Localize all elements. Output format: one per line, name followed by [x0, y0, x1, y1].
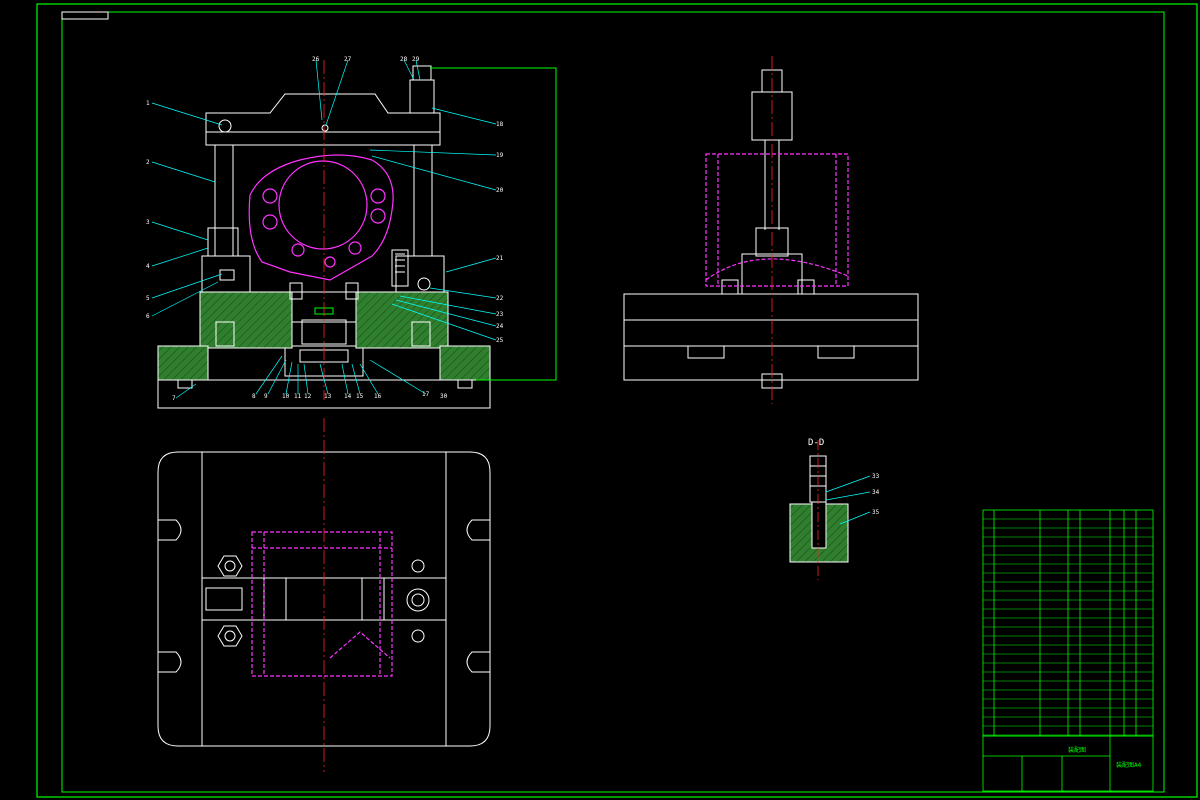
inner-frame	[61, 11, 1165, 793]
front-workpiece	[248, 154, 394, 281]
balloon-14: 14	[344, 393, 352, 400]
balloon-10: 10	[282, 393, 290, 400]
balloon-9: 9	[264, 393, 268, 400]
front-leaders	[151, 59, 497, 399]
section-label-dd: D-D	[808, 438, 825, 448]
balloon-17: 17	[422, 391, 430, 398]
balloon-13: 13	[324, 393, 332, 400]
balloon-30: 30	[440, 393, 448, 400]
balloon-29: 29	[412, 56, 420, 63]
bom-table	[982, 509, 1154, 792]
balloon-34: 34	[872, 489, 880, 496]
balloon-11: 11	[294, 393, 302, 400]
balloon-25: 25	[496, 337, 504, 344]
balloon-22: 22	[496, 295, 504, 302]
side-workpiece	[705, 153, 849, 287]
balloon-18: 18	[496, 121, 504, 128]
section-dd	[789, 440, 871, 580]
balloon-16: 16	[374, 393, 382, 400]
side-view	[623, 69, 919, 389]
balloon-4: 4	[146, 263, 150, 270]
balloon-2: 2	[146, 159, 150, 166]
balloon-20: 20	[496, 187, 504, 194]
balloon-19: 19	[496, 152, 504, 159]
balloon-35: 35	[872, 509, 880, 516]
balloon-26: 26	[312, 56, 320, 63]
outer-frame	[36, 3, 1198, 798]
balloon-8: 8	[252, 393, 256, 400]
balloon-1: 1	[146, 100, 150, 107]
corner-tag	[61, 11, 109, 20]
balloon-27: 27	[344, 56, 352, 63]
balloon-12: 12	[304, 393, 312, 400]
balloon-7: 7	[172, 395, 176, 402]
balloon-24: 24	[496, 323, 504, 330]
balloon-6: 6	[146, 313, 150, 320]
title-block-code: 装配图A4	[1116, 762, 1142, 769]
balloon-15: 15	[356, 393, 364, 400]
balloon-23: 23	[496, 311, 504, 318]
front-section-plate	[157, 282, 491, 381]
front-dimension-line	[430, 67, 557, 381]
top-workpiece	[251, 531, 393, 677]
balloon-28: 28	[400, 56, 408, 63]
title-block-name: 装配图	[1068, 747, 1087, 754]
balloon-21: 21	[496, 255, 504, 262]
balloon-5: 5	[146, 295, 150, 302]
balloon-33: 33	[872, 473, 880, 480]
bom-rows	[983, 518, 1153, 736]
balloon-3: 3	[146, 219, 150, 226]
